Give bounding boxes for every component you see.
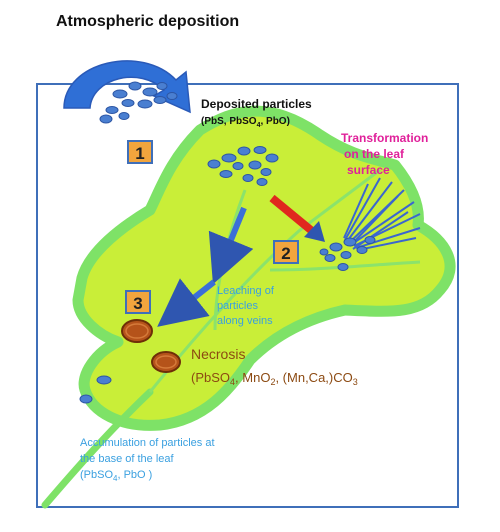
accumulation-formula: (PbSO4, PbO ) <box>80 469 152 483</box>
necrosis-formula: (PbSO4, MnO2, (Mn,Ca,)CO3 <box>191 370 358 387</box>
necrosis-heading: Necrosis <box>191 346 245 362</box>
transformation-label: Transformation on the leaf surface <box>341 131 432 177</box>
crystal-needles-icon <box>343 177 421 251</box>
leaf <box>72 105 456 431</box>
deposition-arrow-icon <box>63 60 191 114</box>
leaching-arrow-icon <box>157 206 254 327</box>
step-badge-label: 2 <box>281 244 290 263</box>
frame <box>36 83 459 508</box>
particle-cluster-transformation <box>319 236 376 271</box>
accumulation-label: Accumulation of particles at the base of… <box>80 437 218 465</box>
particle-small <box>79 375 112 404</box>
particle-cluster-leaf <box>207 146 279 186</box>
step-badge-label: 1 <box>135 144 144 163</box>
step-badge-1: 1 <box>127 140 153 164</box>
leaf-stem <box>41 388 154 509</box>
deposited-heading: Deposited particles <box>201 97 312 111</box>
necrosis-spot-icon <box>121 319 181 373</box>
deposited-formula: (PbS, PbSO4, PbO) <box>201 116 290 129</box>
title: Atmospheric deposition <box>56 13 239 30</box>
transformation-arrow-icon <box>269 194 325 242</box>
step-badge-3: 3 <box>125 290 151 314</box>
particle-cluster-top <box>99 81 178 124</box>
step-badge-label: 3 <box>133 294 142 313</box>
step-badge-2: 2 <box>273 240 299 264</box>
leaching-label: Leaching of particles along veins <box>217 285 277 327</box>
